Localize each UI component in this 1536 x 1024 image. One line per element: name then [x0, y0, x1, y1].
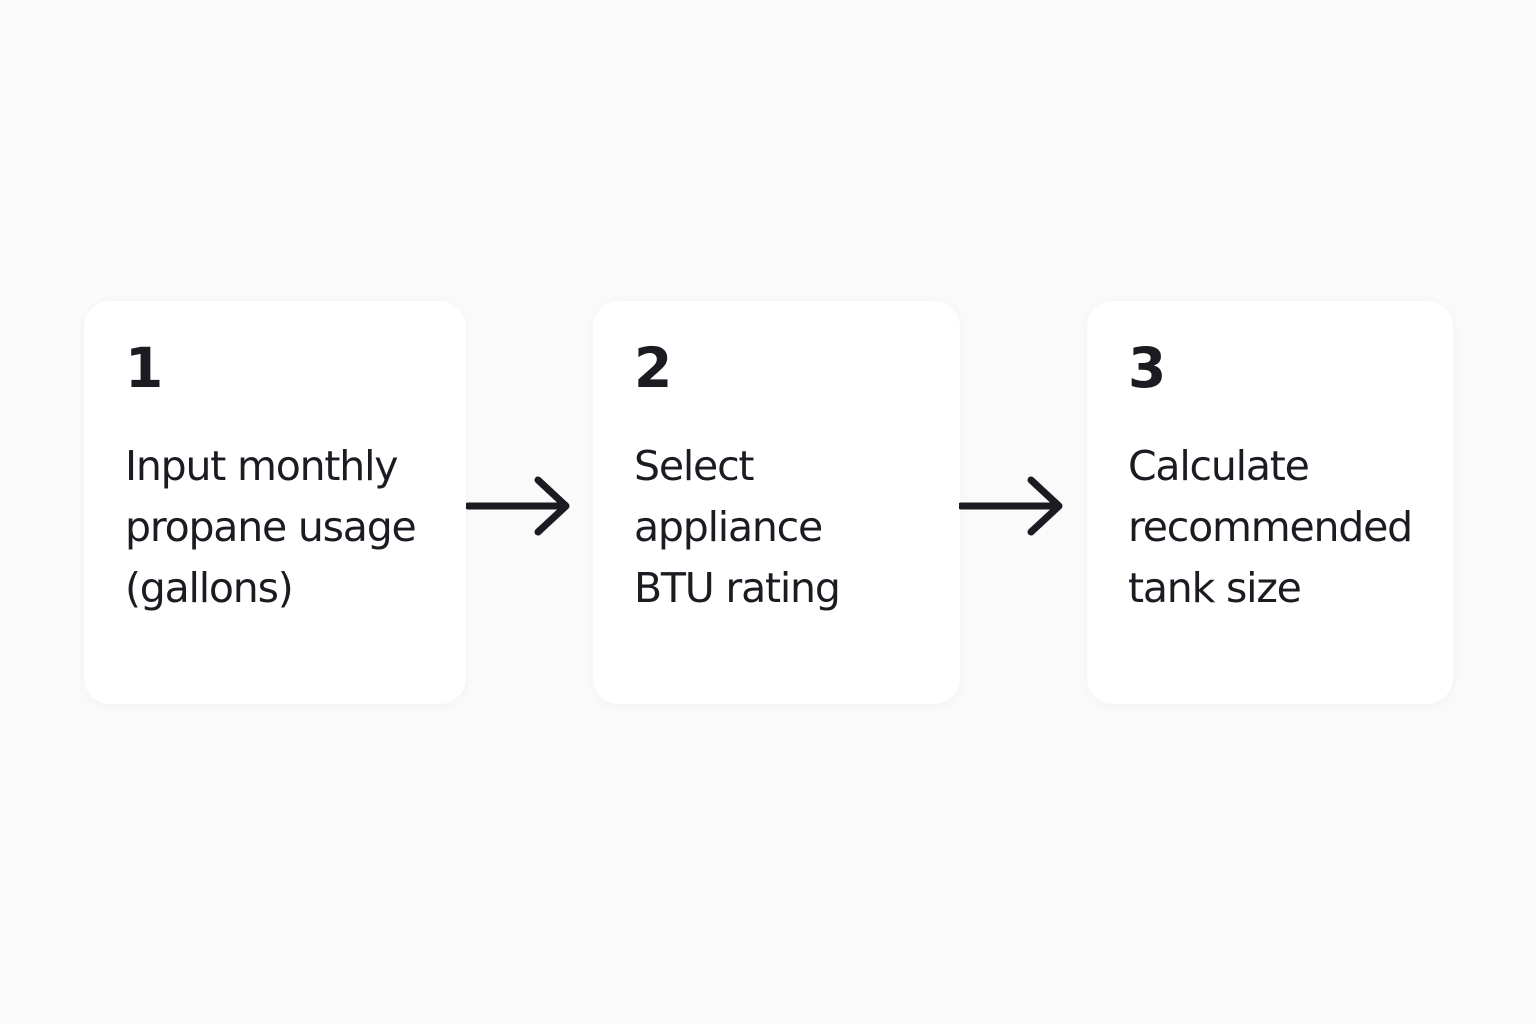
step-description-line: (gallons) — [125, 564, 294, 612]
step-description-line: BTU rating — [634, 564, 841, 612]
step-description-line: Input monthly — [125, 442, 399, 490]
arrow-right-icon — [466, 476, 570, 536]
step-card-3: 3 Calculate recommended tank size — [1087, 301, 1453, 704]
step-card-2: 2 Select appliance BTU rating — [593, 301, 960, 704]
step-number: 3 — [1128, 336, 1167, 400]
step-description-line: propane usage — [125, 503, 417, 551]
step-description-line: Calculate — [1128, 442, 1310, 490]
step-description: Select appliance BTU rating — [634, 436, 950, 619]
step-description: Calculate recommended tank size — [1128, 436, 1443, 619]
step-number: 2 — [634, 336, 673, 400]
step-description-line: Select — [634, 442, 754, 490]
step-description-line: appliance — [634, 503, 823, 551]
step-description: Input monthly propane usage (gallons) — [125, 436, 456, 619]
arrow-right-icon — [959, 476, 1063, 536]
step-card-1: 1 Input monthly propane usage (gallons) — [84, 301, 466, 704]
step-description-line: recommended — [1128, 503, 1413, 551]
step-description-line: tank size — [1128, 564, 1302, 612]
step-number: 1 — [125, 336, 164, 400]
